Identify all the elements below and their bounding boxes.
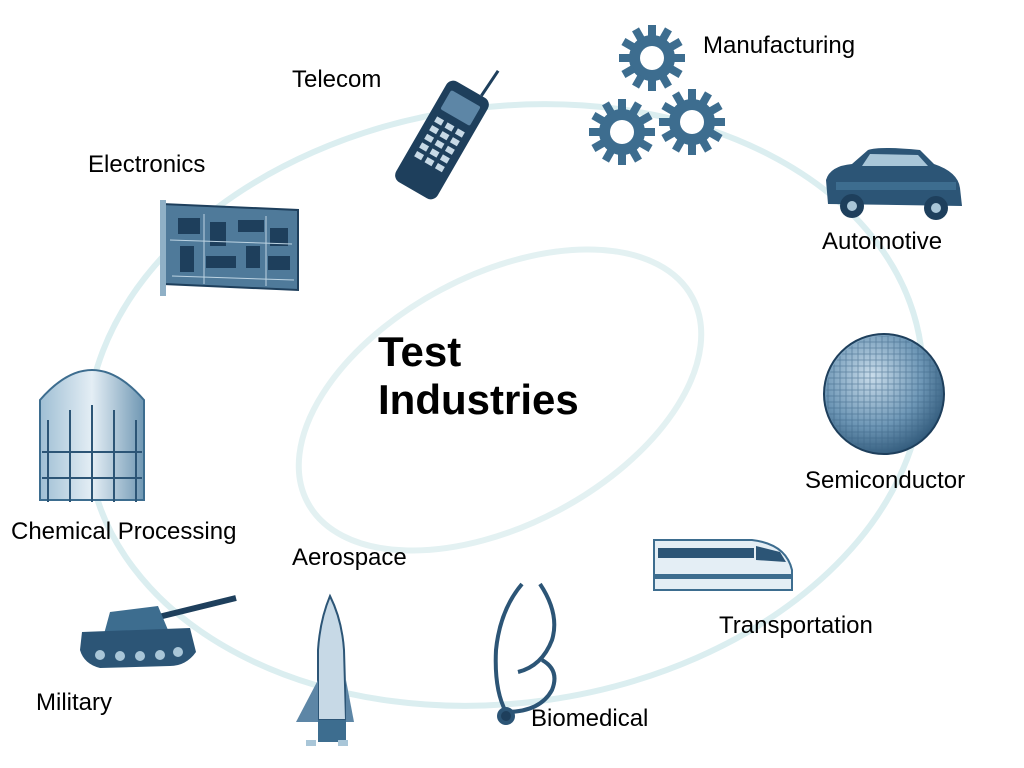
label-chemical-processing: Chemical Processing — [11, 518, 237, 545]
label-transportation: Transportation — [719, 612, 873, 639]
space-shuttle-icon — [296, 593, 354, 746]
label-military: Military — [36, 689, 112, 716]
military-tank-icon — [80, 595, 237, 668]
label-electronics: Electronics — [88, 151, 206, 178]
title-line-2: Industries — [378, 376, 579, 424]
label-manufacturing: Manufacturing — [703, 32, 856, 59]
train-icon — [653, 539, 793, 591]
label-telecom: Telecom — [292, 66, 382, 93]
chemical-tank-icon — [39, 369, 145, 502]
label-semiconductor: Semiconductor — [805, 467, 966, 494]
circuit-board-icon — [160, 200, 299, 296]
label-automotive: Automotive — [822, 228, 943, 255]
diagram-title: Test Industries — [378, 328, 579, 425]
label-biomedical: Biomedical — [531, 705, 649, 732]
wafer-icon — [823, 333, 945, 455]
gears-icon — [589, 25, 725, 165]
stethoscope-icon — [493, 582, 557, 725]
inner-ellipse — [295, 246, 705, 554]
label-aerospace: Aerospace — [292, 544, 407, 571]
phone-icon — [395, 69, 500, 200]
car-icon — [826, 148, 962, 220]
title-line-1: Test — [378, 328, 462, 375]
